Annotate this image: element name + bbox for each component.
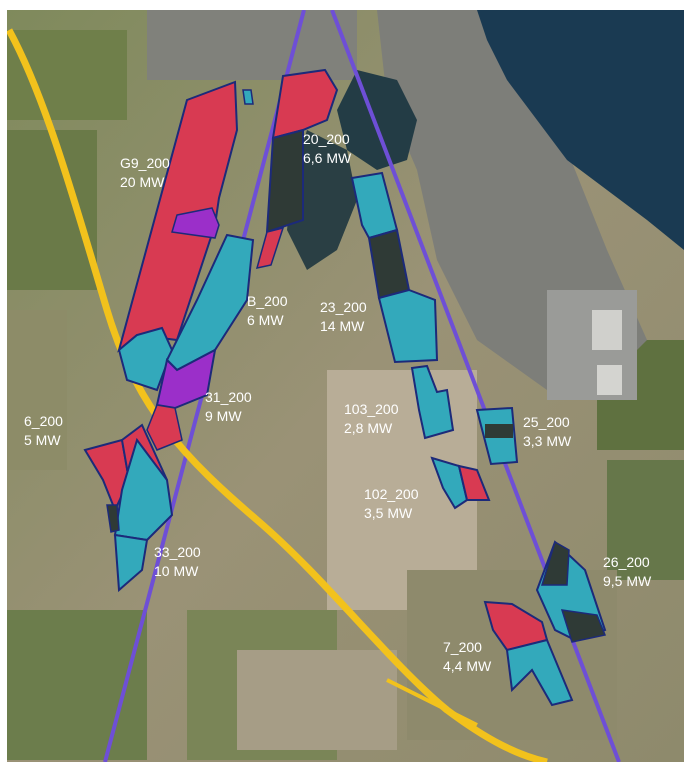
area-label-102: 102_200 3,5 MW xyxy=(364,486,419,521)
area-power: 5 MW xyxy=(24,432,61,448)
parcel-group-26 xyxy=(535,540,607,643)
area-power: 2,8 MW xyxy=(344,420,393,436)
parcel-group-25 xyxy=(475,406,519,466)
field xyxy=(7,130,97,290)
area-power: 9 MW xyxy=(205,408,242,424)
area-name: 25_200 xyxy=(523,414,570,430)
area-name: B_200 xyxy=(247,293,288,309)
field xyxy=(7,310,67,470)
area-label-25: 25_200 3,3 MW xyxy=(523,414,572,449)
area-name: 20_200 xyxy=(303,131,350,147)
area-power: 3,3 MW xyxy=(523,433,572,449)
area-power: 6,6 MW xyxy=(303,150,352,166)
area-label-23: 23_200 14 MW xyxy=(320,299,367,334)
area-power: 9,5 MW xyxy=(603,573,652,589)
parcel-group-102 xyxy=(430,456,491,510)
area-name: 26_200 xyxy=(603,554,650,570)
aerial-map: G9_200 20 MW 20_200 6,6 MW B_200 6 MW 23… xyxy=(5,9,684,766)
area-label-g9: G9_200 20 MW xyxy=(120,155,170,190)
area-name: 31_200 xyxy=(205,389,252,405)
parcel-group-20 xyxy=(255,68,339,269)
field xyxy=(607,460,684,580)
area-name: 103_200 xyxy=(344,401,399,417)
area-label-103: 103_200 2,8 MW xyxy=(344,401,399,436)
parcel-group-g9 xyxy=(117,80,254,392)
field xyxy=(7,30,127,120)
lake xyxy=(287,130,357,270)
area-power: 14 MW xyxy=(320,318,365,334)
parcel-group-23 xyxy=(350,171,439,364)
lake xyxy=(337,70,417,170)
area-label-7: 7_200 4,4 MW xyxy=(443,639,492,674)
parcel-group-7 xyxy=(483,600,574,707)
parcel-group-31 xyxy=(146,233,255,451)
area-label-31: 31_200 9 MW xyxy=(205,389,252,424)
area-name: 6_200 xyxy=(24,413,63,429)
area-label-b: B_200 6 MW xyxy=(247,293,288,328)
area-name: G9_200 xyxy=(120,155,170,171)
parcel-group-103 xyxy=(410,364,455,440)
sea xyxy=(477,10,684,250)
area-power: 20 MW xyxy=(120,174,165,190)
building xyxy=(597,365,622,395)
area-power: 4,4 MW xyxy=(443,658,492,674)
area-name: 102_200 xyxy=(364,486,419,502)
motorway xyxy=(386,678,478,727)
town-area xyxy=(147,10,357,80)
area-name: 7_200 xyxy=(443,639,482,655)
area-label-33: 33_200 10 MW xyxy=(154,544,201,579)
area-label-26: 26_200 9,5 MW xyxy=(603,554,652,589)
area-name: 23_200 xyxy=(320,299,367,315)
area-label-6: 6_200 5 MW xyxy=(24,413,63,448)
area-power: 10 MW xyxy=(154,563,199,579)
area-power: 6 MW xyxy=(247,312,284,328)
area-label-20: 20_200 6,6 MW xyxy=(303,131,352,166)
building xyxy=(592,310,622,350)
area-power: 3,5 MW xyxy=(364,505,413,521)
parcel-group-33 xyxy=(106,437,174,593)
area-name: 33_200 xyxy=(154,544,201,560)
field xyxy=(237,650,397,750)
